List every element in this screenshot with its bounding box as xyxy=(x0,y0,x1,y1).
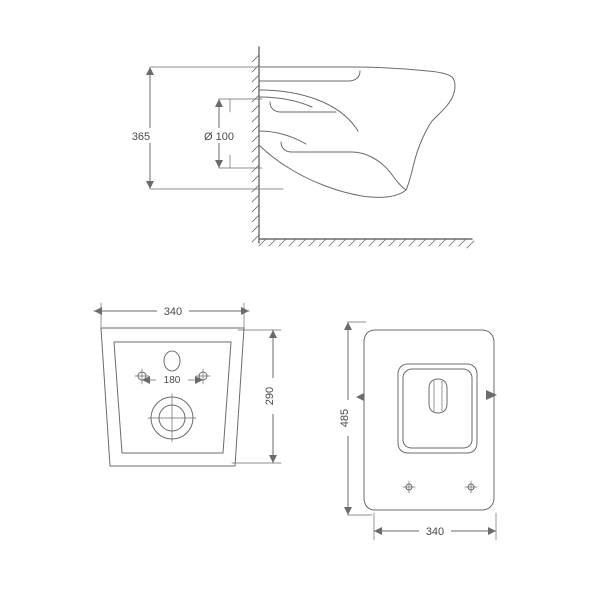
dimension-label-180: 180 xyxy=(164,375,181,386)
wall-hatching xyxy=(251,54,260,243)
label-bg-485 xyxy=(339,400,357,436)
label-bg-290 xyxy=(264,378,282,414)
dimension-label-diameter-100: Ø 100 xyxy=(204,131,234,143)
dimension-label-340-front: 340 xyxy=(426,526,444,538)
dimension-485 xyxy=(344,321,373,516)
label-bg-diameter-100 xyxy=(194,128,244,143)
front-view-bolt-left xyxy=(402,480,416,494)
label-bg-180 xyxy=(156,372,188,386)
top-view-outlet xyxy=(147,393,197,443)
toilet-side-profile xyxy=(258,66,456,198)
floor-hatching xyxy=(258,238,475,249)
dimension-label-485: 485 xyxy=(339,409,351,427)
front-view-bolt-right xyxy=(464,480,478,494)
front-view-outline xyxy=(363,329,495,511)
label-bg-365 xyxy=(125,128,157,143)
top-view-outline xyxy=(100,327,245,467)
dimension-label-340-top: 340 xyxy=(164,306,182,318)
dimension-label-365: 365 xyxy=(132,131,150,143)
front-view-direction-arrows xyxy=(356,390,497,401)
dimension-label-290-text: 290 xyxy=(264,387,276,405)
label-bg-340-top xyxy=(157,303,189,318)
top-view-oval-opening xyxy=(163,350,181,372)
dimension-diameter-100 xyxy=(215,98,263,169)
label-bg-340-front xyxy=(419,523,451,538)
front-view-center-icon xyxy=(428,378,448,414)
